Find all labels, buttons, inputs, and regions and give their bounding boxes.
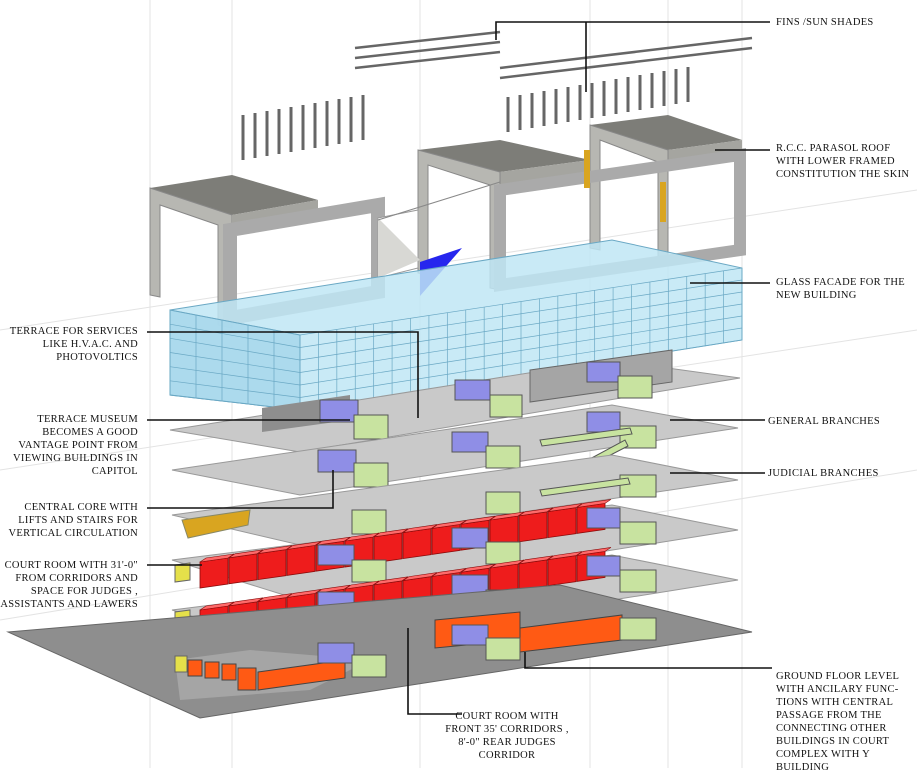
terrace-level [169, 349, 741, 453]
court-room-block-top [460, 515, 496, 525]
courtroom-35-label: COURT ROOM WITH FRONT 35' CORRIDORS , 8'… [445, 711, 569, 761]
judicial-branches-label: JUDICIAL BRANCHES [768, 468, 879, 479]
court-room-block-top [576, 547, 612, 556]
court-room-block [199, 557, 229, 589]
court-room-block-top [315, 584, 351, 594]
court-room-block [257, 549, 287, 581]
parasol-roof-label: R.C.C. PARASOL ROOF WITH LOWER FRAMED CO… [776, 143, 910, 180]
court-room-block [286, 544, 316, 576]
court-room-block-top [402, 524, 438, 533]
court-room-block-top [518, 507, 554, 517]
court-room-block-top [576, 499, 612, 508]
court-room-block-top [402, 572, 438, 581]
court-room-block-top [228, 549, 264, 559]
court-room-block-top [547, 503, 583, 512]
court-room-block-top [373, 576, 409, 586]
court-room-block-top [286, 589, 322, 598]
court-room-block-top [431, 568, 467, 577]
court-room-block-top [373, 528, 409, 538]
court-room-block [373, 532, 403, 564]
court-room-block [547, 507, 577, 539]
glass-facade-label: GLASS FACADE FOR THE NEW BUILDING [776, 277, 906, 301]
fins-sun-shades [241, 30, 753, 160]
court-room-block-top [431, 520, 467, 529]
court-room-block [518, 511, 548, 543]
courtroom-level-upper [171, 499, 739, 601]
court-room-block-top [199, 553, 235, 563]
ground-floor-level [6, 584, 753, 719]
court-room-block-top [257, 545, 293, 554]
central-core-label: CENTRAL CORE WITH LIFTS AND STAIRS FOR V… [8, 502, 138, 539]
terrace-services-label: TERRACE FOR SERVICES LIKE H.V.A.C. AND P… [9, 326, 138, 363]
court-room-block [228, 553, 258, 585]
court-room-block-top [547, 551, 583, 560]
terrace-museum-label: TERRACE MUSEUM BECOMES A GOOD VANTAGE PO… [13, 414, 138, 477]
court-room-block-top [344, 580, 380, 590]
court-room-block-top [199, 601, 235, 611]
fins-sun-shades-label: FINS /SUN SHADES [776, 17, 874, 28]
court-room-block-top [286, 541, 322, 550]
court-room-block-top [489, 559, 525, 569]
leader-lines [147, 21, 772, 715]
court-room-block [402, 528, 432, 560]
court-room-block-top [257, 593, 293, 602]
court-room-block-top [315, 536, 351, 546]
court-room-block-top [344, 532, 380, 542]
court-room-block [547, 555, 577, 587]
court-room-block-top [489, 511, 525, 521]
general-branches-label: GENERAL BRANCHES [768, 416, 881, 427]
court-room-block-top [460, 563, 496, 573]
court-room-block-top [228, 597, 264, 607]
court-room-block-top [518, 555, 554, 565]
court-room-block [518, 559, 548, 591]
courtroom-31-label: COURT ROOM WITH 31'-0" FROM CORRIDORS AN… [0, 560, 138, 610]
judicial-branches-level [171, 454, 739, 546]
ground-floor-label: GROUND FLOOR LEVEL WITH ANCILARY FUNC- T… [776, 671, 900, 773]
